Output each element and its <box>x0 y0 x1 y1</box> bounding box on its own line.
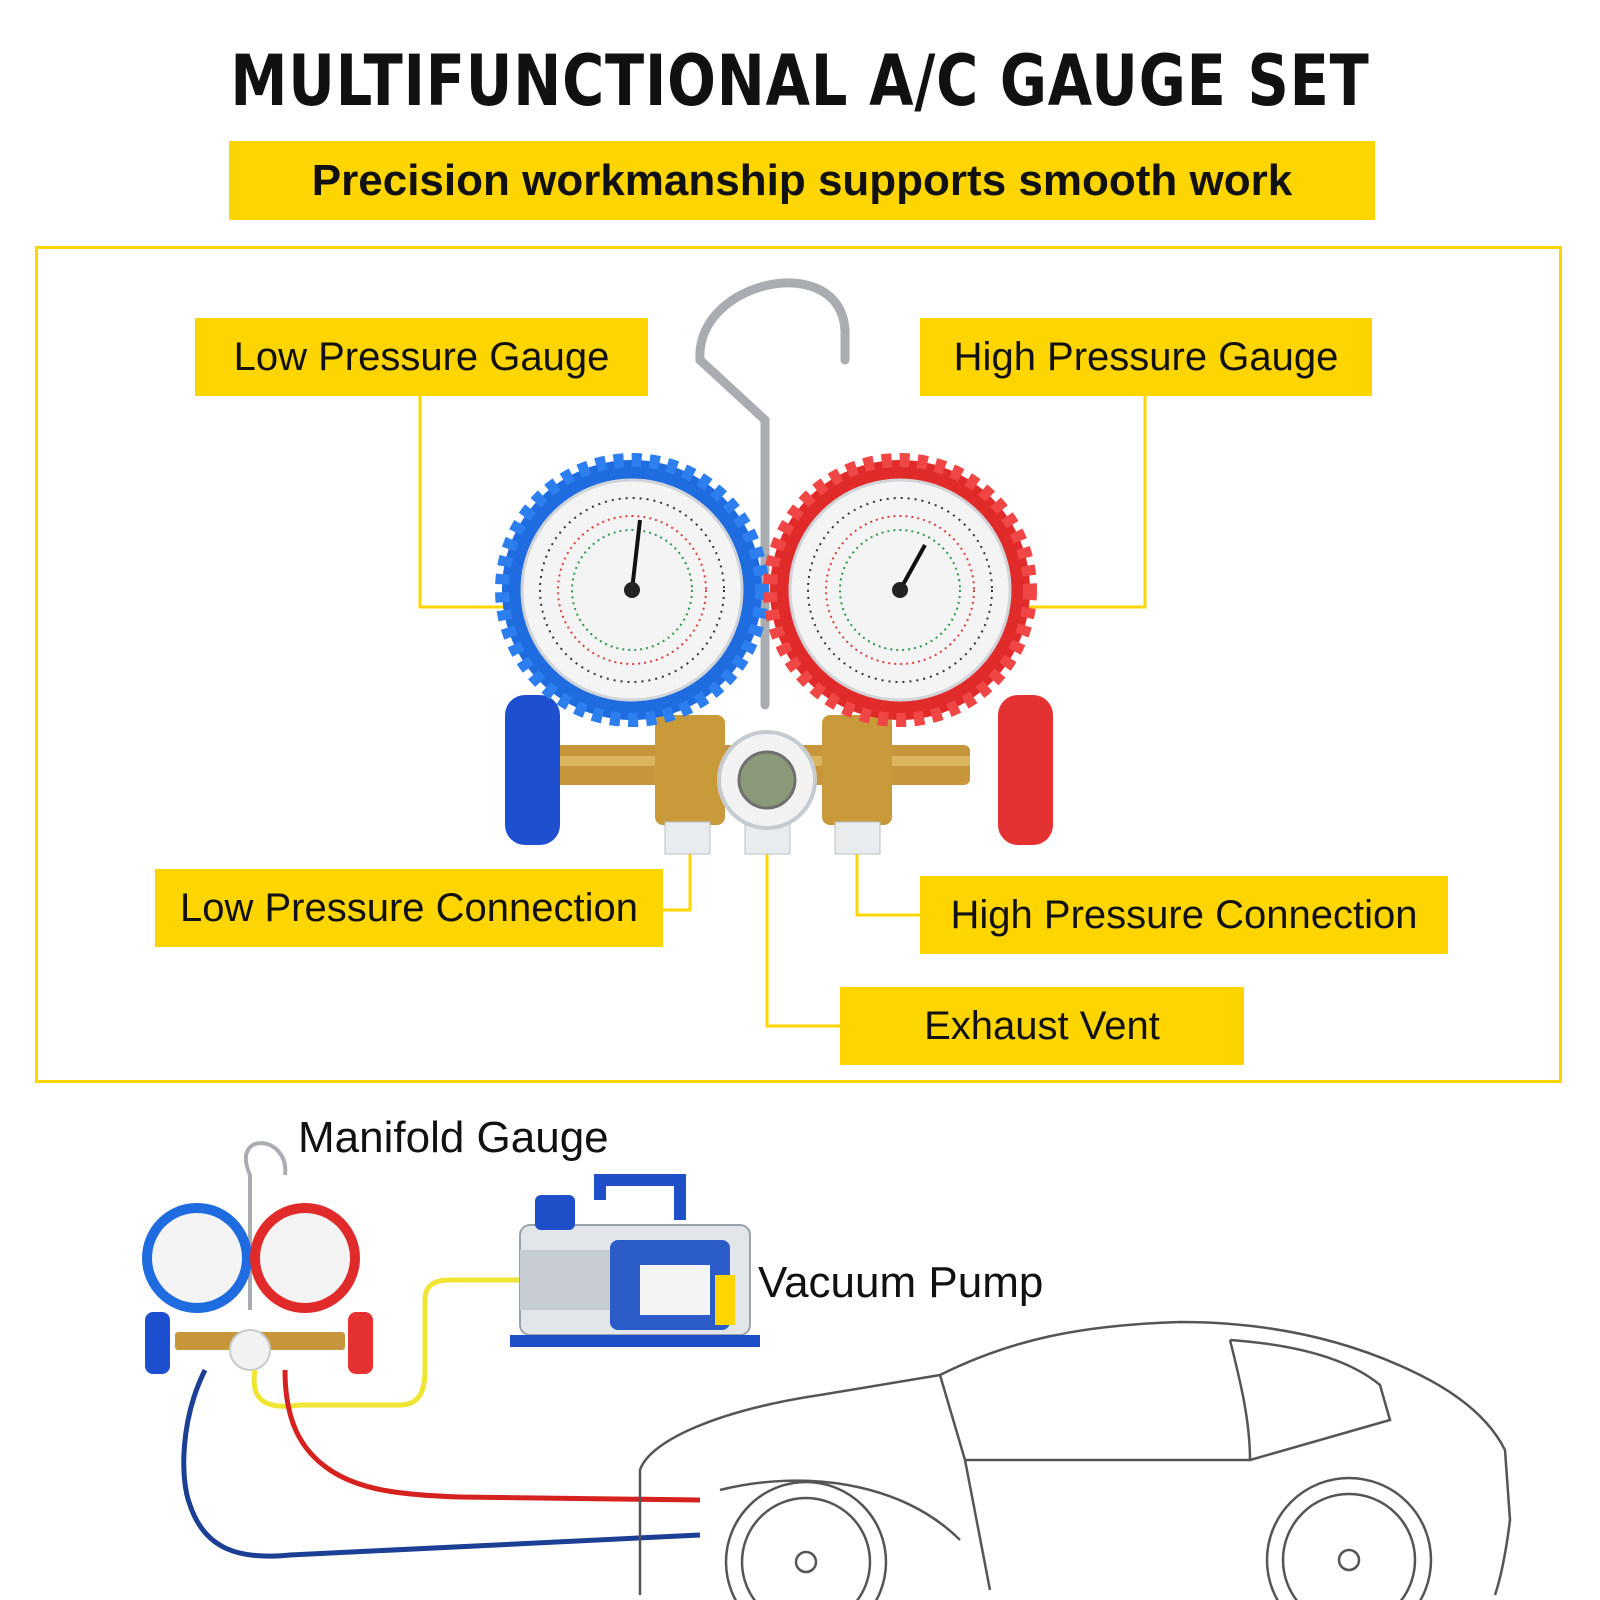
low-port <box>664 821 711 855</box>
vacuum-pump-label: Vacuum Pump <box>758 1258 1044 1307</box>
blue-hose <box>181 1368 701 1559</box>
subtitle-band <box>229 141 1375 220</box>
product-frame <box>35 246 1562 1083</box>
high-pressure-gauge-icon <box>763 453 1037 727</box>
hoses <box>181 1277 701 1559</box>
callout-low-pressure-gauge: Low Pressure Gauge <box>195 318 648 396</box>
high-knob-icon <box>998 695 1053 845</box>
low-pressure-gauge-icon <box>495 453 769 727</box>
red-hose <box>282 1369 701 1503</box>
low-knob-icon <box>505 695 560 845</box>
hanging-hook-icon <box>695 278 850 710</box>
high-port <box>834 821 881 855</box>
leader-exhaust-vent <box>765 830 840 1028</box>
small-manifold-set <box>142 1141 373 1374</box>
callout-high-pressure-gauge: High Pressure Gauge <box>920 318 1372 396</box>
page-subtitle: Precision workmanship supports smooth wo… <box>311 156 1293 205</box>
manifold-gauge-label: Manifold Gauge <box>298 1113 609 1162</box>
manifold-set <box>495 278 1053 855</box>
yellow-hose <box>251 1277 520 1409</box>
callout-low-pressure-connection: Low Pressure Connection <box>155 869 663 947</box>
callout-high-pressure-connection: High Pressure Connection <box>920 876 1448 954</box>
car-outline-icon <box>638 1320 1512 1600</box>
callout-exhaust-vent: Exhaust Vent <box>840 987 1244 1065</box>
vacuum-pump-icon <box>510 1174 760 1347</box>
page-title: MULTIFUNCTIONAL A/C GAUGE SET <box>230 40 1370 122</box>
leader-high-gauge <box>1010 396 1147 609</box>
